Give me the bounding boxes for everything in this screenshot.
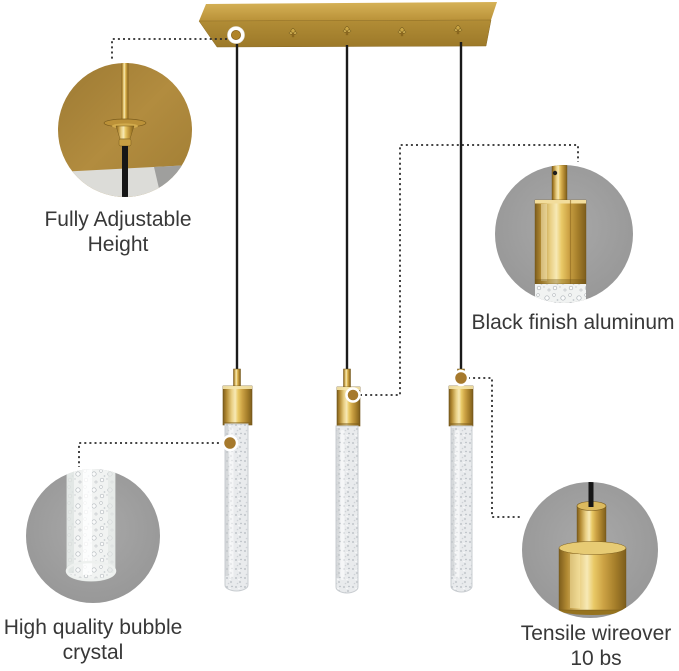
bar-top-surface xyxy=(199,2,497,21)
callout-bubble-crystal xyxy=(26,469,160,603)
suspension-wire-icon xyxy=(588,482,594,507)
callout-anchor-dots xyxy=(221,369,470,452)
caption-tensile-wire: Tensile wireover 10 bs xyxy=(509,621,679,671)
caption-bubble-crystal: High quality bubble crystal xyxy=(2,615,184,665)
lamp-holder xyxy=(448,385,474,427)
anchor-dot-wire xyxy=(452,369,470,387)
caption-line: High quality bubble xyxy=(3,616,183,639)
callout-black-finish xyxy=(495,165,633,303)
caption-line: Black finish aluminum xyxy=(471,311,675,334)
leader-line-tensile-wire xyxy=(468,377,520,518)
caption-adjustable-height: Fully Adjustable Height xyxy=(37,207,199,257)
anchor-dot-holder xyxy=(345,387,361,403)
anchor-dot-crystal xyxy=(221,434,239,452)
callout-adjustable-height xyxy=(58,63,192,197)
wire-detail-icon xyxy=(522,482,658,618)
set-screw-icon xyxy=(552,170,558,176)
ceiling-mount-bar xyxy=(198,2,497,48)
pendant-middle xyxy=(335,368,361,594)
leader-line-adjustable-height xyxy=(111,38,227,61)
crystal-detail-icon xyxy=(26,469,160,603)
pendant-wires xyxy=(235,42,463,371)
pendant-left xyxy=(222,368,253,592)
holder-detail-icon xyxy=(495,165,633,303)
callout-leader-lines xyxy=(78,38,579,518)
caption-line: crystal xyxy=(62,641,124,664)
callout-tensile-wire xyxy=(522,482,658,618)
leader-line-bubble-crystal xyxy=(78,442,224,467)
caption-line: Fully Adjustable xyxy=(44,208,192,231)
caption-black-finish: Black finish aluminum xyxy=(466,310,679,335)
leader-line-black-finish xyxy=(360,144,579,396)
caption-line: 10 bs xyxy=(570,647,622,670)
canopy-detail-icon xyxy=(58,63,192,197)
lamp-holder xyxy=(222,385,253,426)
pendant-right xyxy=(448,368,474,593)
caption-line: Tensile wireover xyxy=(520,622,672,645)
wire-grommet xyxy=(227,26,245,44)
caption-line: Height xyxy=(87,233,149,256)
